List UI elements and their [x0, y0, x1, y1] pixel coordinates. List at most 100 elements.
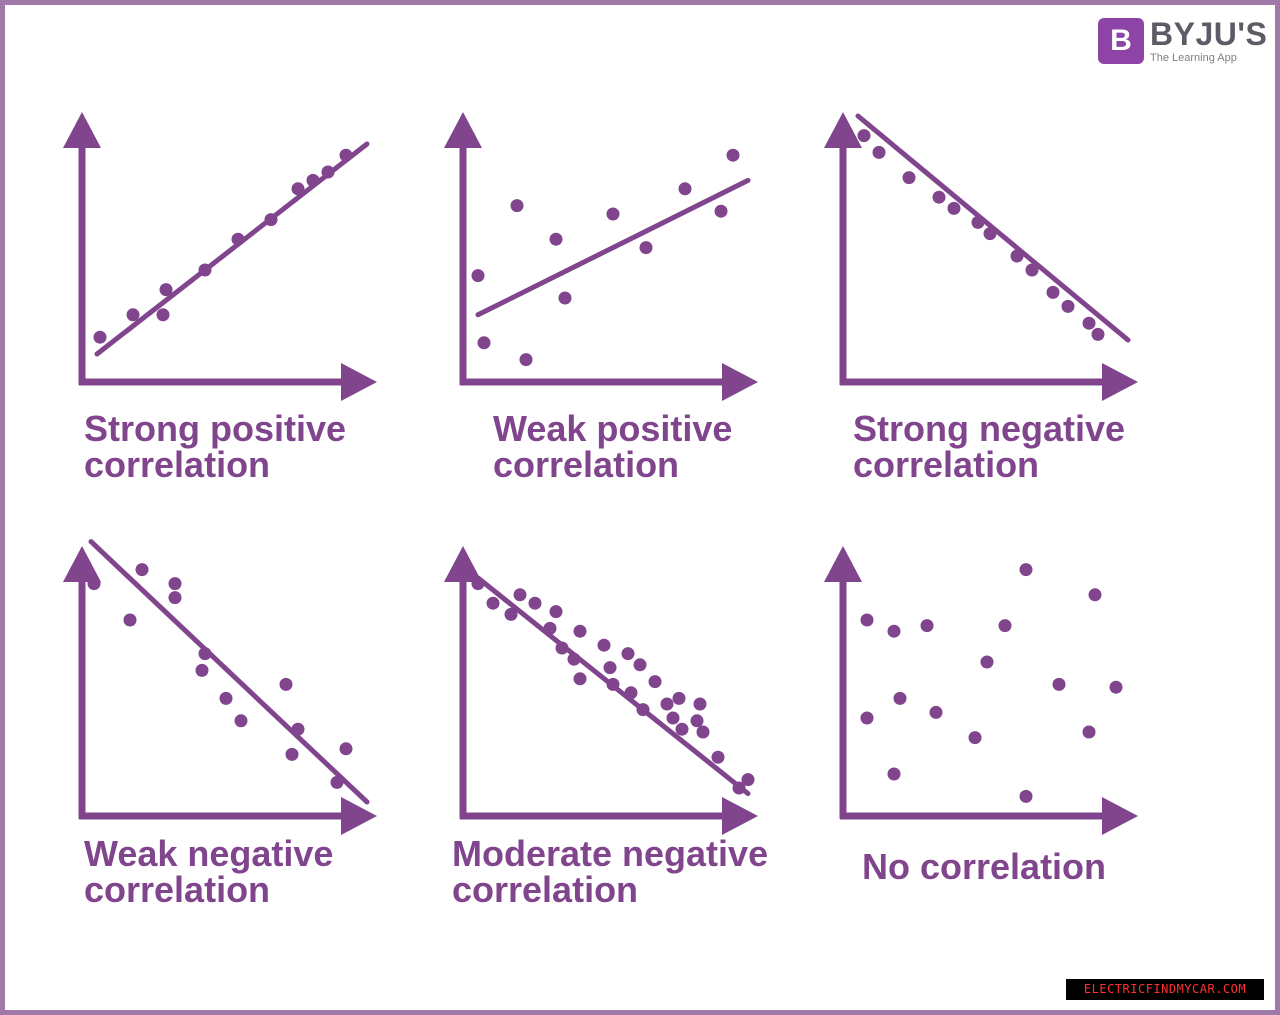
- plot-4-trend-line: [88, 539, 370, 805]
- plot-3-point-6: [971, 215, 985, 229]
- plot-5-point-13: [603, 661, 617, 675]
- plot-5-point-16: [624, 686, 638, 700]
- plot-5-point-9: [567, 652, 581, 666]
- plot-4-x-arrow: [341, 797, 377, 835]
- caption-6: No correlation: [862, 849, 1106, 885]
- logo-badge: B: [1098, 18, 1144, 64]
- plot-4-point-3: [135, 563, 149, 577]
- plot-5-point-21: [666, 711, 680, 725]
- caption-5-line-2: correlation: [452, 869, 639, 910]
- plot-6-point-3: [887, 624, 901, 638]
- plot-5-point-24: [690, 714, 704, 728]
- plot-5-point-19: [648, 675, 662, 689]
- caption-1-line-1: Strong positive: [84, 408, 347, 449]
- plot-6-point-2: [860, 711, 874, 725]
- plot-5-point-12: [597, 638, 611, 652]
- plot-6-point-1: [860, 613, 874, 627]
- plot-6-point-5: [893, 691, 907, 705]
- plot-6-point-9: [980, 655, 994, 669]
- plot-6-x-arrow: [1102, 797, 1138, 835]
- plot-1-x-arrow: [341, 363, 377, 401]
- plot-3-point-10: [1046, 285, 1060, 299]
- plot-4-point-1: [87, 577, 101, 591]
- caption-3: Strong negative correlation: [853, 411, 1125, 483]
- plot-5-point-2: [486, 596, 500, 610]
- plot-3-point-8: [1010, 249, 1024, 263]
- plot-1-point-5: [198, 263, 212, 277]
- caption-1-line-2: correlation: [84, 444, 271, 485]
- plot-5-point-1: [471, 577, 485, 591]
- caption-2-line-1: Weak positive: [493, 408, 733, 449]
- plot-6-point-13: [1052, 677, 1066, 691]
- plot-5-point-25: [693, 697, 707, 711]
- plot-2-point-10: [714, 204, 728, 218]
- plot-3-point-13: [1091, 327, 1105, 341]
- plot-1-point-3: [156, 308, 170, 322]
- plot-6-point-4: [887, 767, 901, 781]
- plot-5-point-26: [696, 725, 710, 739]
- plot-1-point-2: [126, 308, 140, 322]
- plot-5-y-arrow: [444, 546, 482, 582]
- caption-3-line-1: Strong negative: [853, 408, 1126, 449]
- plot-5-point-3: [504, 607, 518, 621]
- plot-1-y-arrow: [63, 112, 101, 148]
- plot-6-point-14: [1082, 725, 1096, 739]
- caption-4: Weak negative correlation: [84, 836, 333, 908]
- plot-4-point-10: [279, 677, 293, 691]
- plot-1-point-7: [264, 213, 278, 227]
- caption-5-line-1: Moderate negative: [452, 833, 769, 874]
- plot-4-y-arrow: [63, 546, 101, 582]
- plot-4-point-14: [339, 742, 353, 756]
- plot-4-point-4: [168, 577, 182, 591]
- plot-2-trend-line: [475, 177, 751, 318]
- plot-3-point-3: [902, 171, 916, 185]
- plot-4-point-12: [291, 722, 305, 736]
- plot-5-point-18: [636, 703, 650, 717]
- plot-2-y-arrow: [444, 112, 482, 148]
- caption-1: Strong positive correlation: [84, 411, 346, 483]
- plot-1-point-9: [306, 173, 320, 187]
- plot-5-point-27: [711, 750, 725, 764]
- plot-5-point-8: [555, 641, 569, 655]
- plot-1-trend-line: [94, 141, 370, 357]
- plot-2-point-2: [477, 336, 491, 350]
- caption-4-line-1: Weak negative: [84, 833, 334, 874]
- plot-2-point-4: [519, 353, 533, 367]
- caption-2: Weak positive correlation: [493, 411, 732, 483]
- plot-4-point-8: [219, 691, 233, 705]
- plot-3-point-12: [1082, 316, 1096, 330]
- plot-3-point-9: [1025, 263, 1039, 277]
- plot-3-point-1: [857, 129, 871, 143]
- plot-1-point-6: [231, 232, 245, 246]
- plot-6-point-10: [998, 619, 1012, 633]
- plot-4-point-11: [285, 747, 299, 761]
- plot-4-point-6: [195, 663, 209, 677]
- plot-5-point-29: [741, 773, 755, 787]
- caption-3-line-2: correlation: [853, 444, 1040, 485]
- watermark: ELECTRICFINDMYCAR.COM: [1066, 979, 1264, 1000]
- plot-5-point-11: [573, 672, 587, 686]
- caption-2-line-2: correlation: [493, 444, 680, 485]
- plot-6-point-8: [968, 731, 982, 745]
- plot-4-point-13: [330, 775, 344, 789]
- plot-6-y-arrow: [824, 546, 862, 582]
- plot-2-point-11: [726, 148, 740, 162]
- plot-3-point-2: [872, 145, 886, 159]
- caption-6-line-1: No correlation: [862, 846, 1107, 887]
- plot-5-point-7: [549, 605, 563, 619]
- plot-5-point-17: [633, 658, 647, 672]
- logo-wordmark: BYJU'S: [1150, 16, 1268, 52]
- plot-2-point-7: [606, 207, 620, 221]
- plot-5-point-6: [543, 621, 557, 635]
- plot-6-point-15: [1088, 588, 1102, 602]
- plot-5-point-28: [732, 781, 746, 795]
- plot-4-point-9: [234, 714, 248, 728]
- caption-5: Moderate negative correlation: [452, 836, 768, 908]
- plot-2-x-arrow: [722, 363, 758, 401]
- plot-6-point-7: [929, 705, 943, 719]
- plot-4-point-5: [168, 591, 182, 605]
- plot-2-point-3: [510, 199, 524, 213]
- plot-5-point-23: [675, 722, 689, 736]
